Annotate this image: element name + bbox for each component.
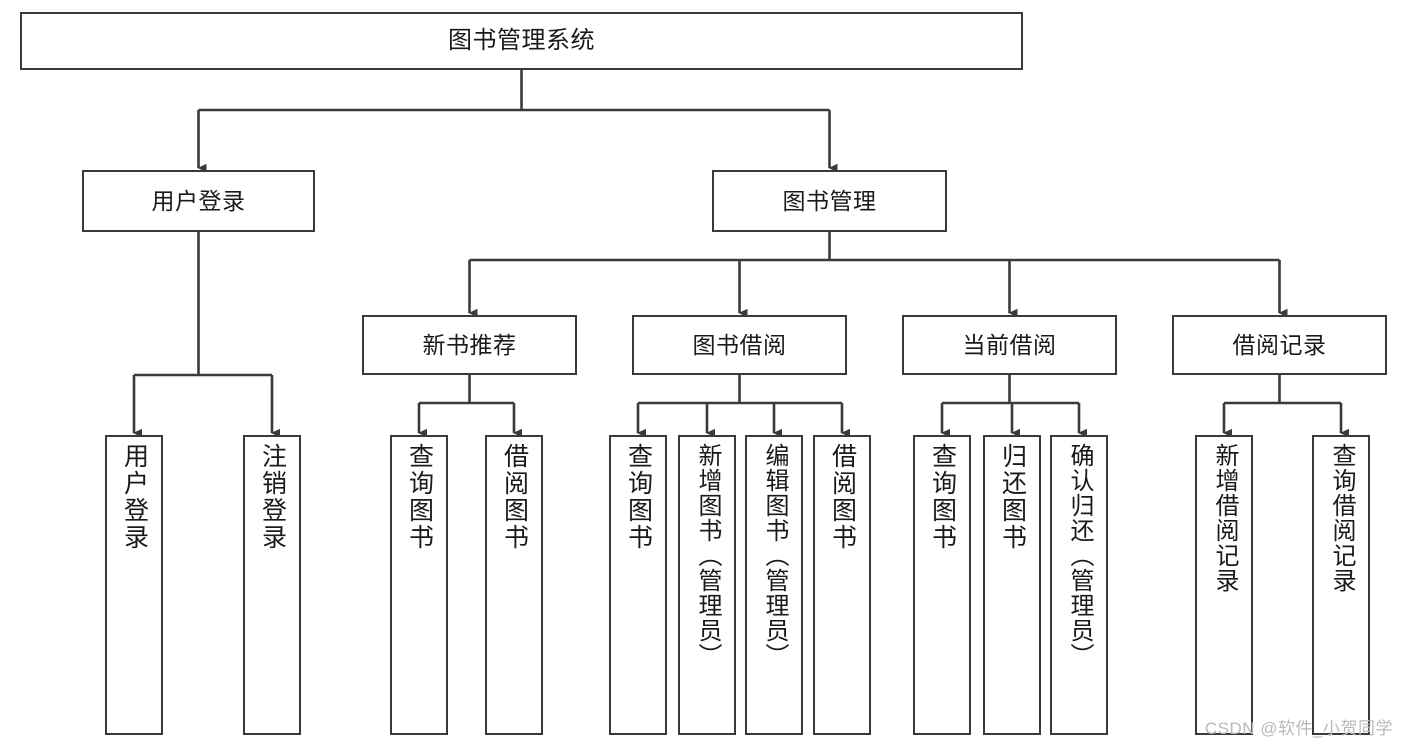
node-label: 借阅图书 bbox=[828, 443, 857, 551]
node-label: 查询图书 bbox=[928, 443, 957, 551]
node-leaf-query-book-2[interactable]: 查询图书 bbox=[609, 435, 667, 735]
node-leaf-confirm-return[interactable]: 确认归还（管理员） bbox=[1050, 435, 1108, 735]
node-label: 用户登录 bbox=[151, 187, 246, 214]
node-label: 查询借阅记录 bbox=[1328, 443, 1355, 593]
node-label: 确认归还（管理员） bbox=[1066, 443, 1093, 668]
node-label: 图书管理系统 bbox=[448, 27, 595, 55]
node-label: 图书管理 bbox=[782, 187, 877, 214]
node-label: 用户登录 bbox=[120, 443, 149, 551]
node-label: 编辑图书（管理员） bbox=[761, 443, 788, 668]
node-label: 借阅记录 bbox=[1232, 331, 1327, 358]
watermark-text: CSDN @软件_小贺同学 bbox=[1204, 719, 1393, 738]
node-book-borrow[interactable]: 图书借阅 bbox=[632, 315, 847, 375]
node-label: 图书借阅 bbox=[692, 331, 787, 358]
node-borrow-record[interactable]: 借阅记录 bbox=[1172, 315, 1387, 375]
node-label: 归还图书 bbox=[998, 443, 1027, 551]
node-leaf-add-book[interactable]: 新增图书（管理员） bbox=[678, 435, 736, 735]
node-current-borrow[interactable]: 当前借阅 bbox=[902, 315, 1117, 375]
node-label: 注销登录 bbox=[258, 443, 287, 551]
node-label: 查询图书 bbox=[624, 443, 653, 551]
node-label: 新书推荐 bbox=[422, 331, 517, 358]
node-root[interactable]: 图书管理系统 bbox=[20, 12, 1023, 70]
node-label: 新增借阅记录 bbox=[1211, 443, 1238, 593]
node-book-manage[interactable]: 图书管理 bbox=[712, 170, 947, 232]
connector-edges bbox=[132, 70, 1349, 438]
node-label: 查询图书 bbox=[405, 443, 434, 551]
node-leaf-borrow-book-2[interactable]: 借阅图书 bbox=[813, 435, 871, 735]
node-leaf-query-book-3[interactable]: 查询图书 bbox=[913, 435, 971, 735]
node-leaf-borrow-book-1[interactable]: 借阅图书 bbox=[485, 435, 543, 735]
node-new-book-rec[interactable]: 新书推荐 bbox=[362, 315, 577, 375]
node-leaf-user-login[interactable]: 用户登录 bbox=[105, 435, 163, 735]
node-user-login[interactable]: 用户登录 bbox=[82, 170, 315, 232]
node-leaf-query-record[interactable]: 查询借阅记录 bbox=[1312, 435, 1370, 735]
node-leaf-query-book-1[interactable]: 查询图书 bbox=[390, 435, 448, 735]
node-label: 借阅图书 bbox=[500, 443, 529, 551]
node-leaf-return-book[interactable]: 归还图书 bbox=[983, 435, 1041, 735]
node-leaf-logout[interactable]: 注销登录 bbox=[243, 435, 301, 735]
node-leaf-edit-book[interactable]: 编辑图书（管理员） bbox=[745, 435, 803, 735]
node-label: 新增图书（管理员） bbox=[694, 443, 721, 668]
node-leaf-add-record[interactable]: 新增借阅记录 bbox=[1195, 435, 1253, 735]
node-label: 当前借阅 bbox=[962, 331, 1057, 358]
